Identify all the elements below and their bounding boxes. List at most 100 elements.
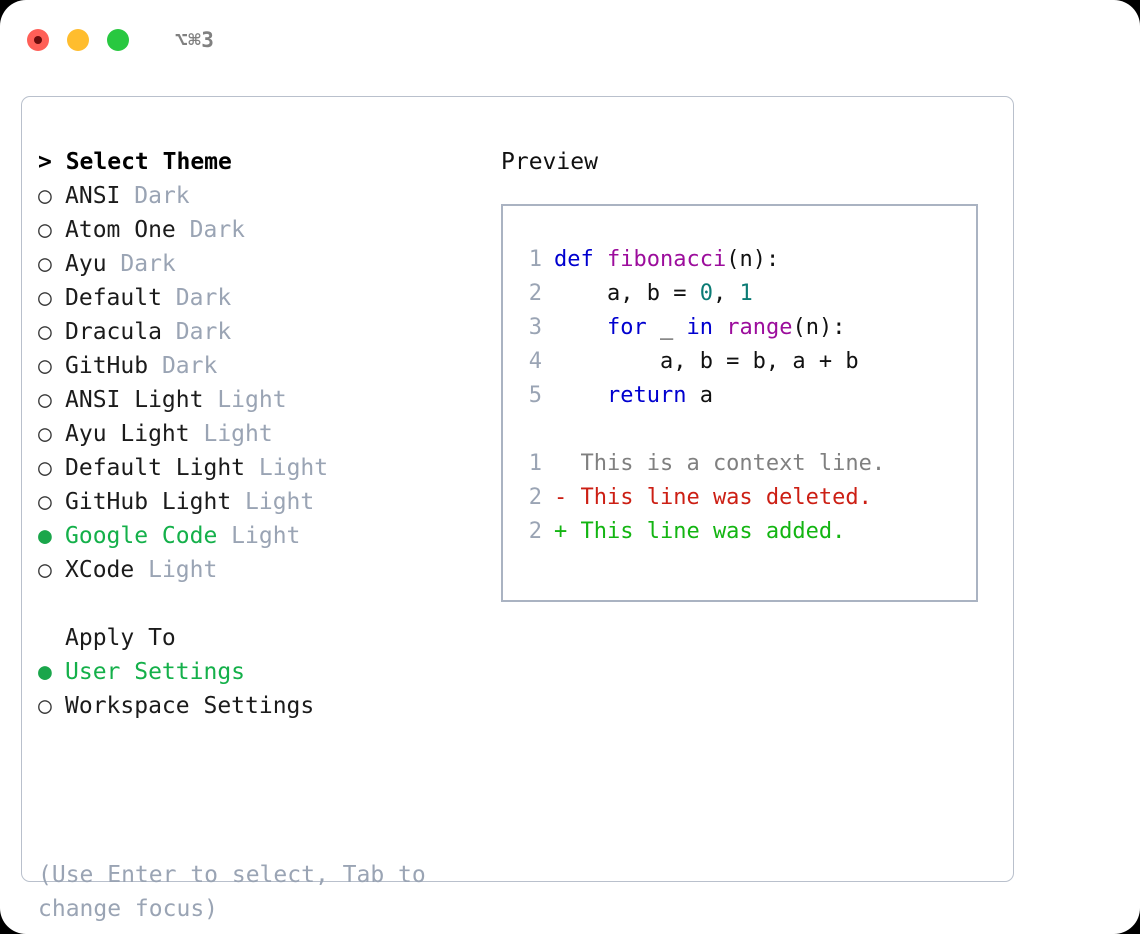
theme-name: Ayu Light <box>65 421 204 447</box>
apply-to-option-user-settings[interactable]: ● User Settings <box>38 655 478 689</box>
theme-option-google-code[interactable]: ● Google Code Light <box>38 519 478 553</box>
keyboard-shortcut-label: ⌥⌘3 <box>175 28 215 52</box>
code-token <box>554 383 607 408</box>
theme-name: Default Light <box>65 455 259 481</box>
close-icon <box>34 36 42 44</box>
diff-line-add: 2+ This line was added. <box>516 515 966 549</box>
keyboard-hint: (Use Enter to select, Tab to change focu… <box>38 862 426 922</box>
radio-unselected-icon: ○ <box>38 285 66 311</box>
theme-name: ANSI <box>65 183 135 209</box>
theme-name: GitHub Light <box>65 489 246 515</box>
code-token <box>594 247 607 272</box>
line-number: 3 <box>528 315 542 340</box>
radio-unselected-icon: ○ <box>38 489 66 515</box>
apply-to-list[interactable]: ● User Settings○ Workspace Settings <box>38 655 478 723</box>
radio-unselected-icon: ○ <box>38 455 66 481</box>
code-token <box>554 315 607 340</box>
code-line: 3 for _ in range(n): <box>516 311 966 345</box>
radio-unselected-icon: ○ <box>38 217 66 243</box>
line-number: 2 <box>528 485 542 510</box>
theme-variant: Light <box>148 557 218 583</box>
code-token: return <box>606 383 687 408</box>
code-token: (n): <box>726 247 780 272</box>
apply-to-header: Apply To <box>38 621 478 655</box>
radio-unselected-icon: ○ <box>38 557 66 583</box>
code-token: for <box>606 315 647 340</box>
code-token: a <box>686 383 713 408</box>
theme-variant: Dark <box>175 319 232 345</box>
theme-option-default-light[interactable]: ○ Default Light Light <box>38 451 478 485</box>
theme-option-ansi[interactable]: ○ ANSI Dark <box>38 179 478 213</box>
code-token: , <box>712 281 740 306</box>
title-bar: ⌥⌘3 <box>0 0 1140 80</box>
theme-option-ayu[interactable]: ○ Ayu Dark <box>38 247 478 281</box>
code-line: 4 a, b = b, a + b <box>516 345 966 379</box>
code-token: range <box>726 315 793 340</box>
radio-unselected-icon: ○ <box>38 353 66 379</box>
preview-title: Preview <box>501 149 598 175</box>
theme-variant: Light <box>203 421 273 447</box>
zoom-button[interactable] <box>107 29 129 51</box>
theme-variant: Light <box>245 489 315 515</box>
line-number: 5 <box>528 383 542 408</box>
line-number: 2 <box>528 519 542 544</box>
code-diff-gap <box>516 413 966 447</box>
apply-to-option-workspace-settings[interactable]: ○ Workspace Settings <box>38 689 478 723</box>
theme-variant: Dark <box>134 183 190 209</box>
theme-variant: Light <box>231 523 301 549</box>
theme-option-github-light[interactable]: ○ GitHub Light Light <box>38 485 478 519</box>
theme-option-atom-one[interactable]: ○ Atom One Dark <box>38 213 478 247</box>
diff-lines: 1 This is a context line.2- This line wa… <box>516 447 966 549</box>
code-token: _ <box>646 315 687 340</box>
apply-to-name: Workspace Settings <box>65 693 315 719</box>
code-line: 2 a, b = 0, 1 <box>516 277 966 311</box>
theme-picker-column: > Select Theme ○ ANSI Dark○ Atom One Dar… <box>38 145 478 723</box>
code-token: 1 <box>739 281 753 306</box>
diff-text: - This line was deleted. <box>554 485 872 510</box>
code-token: fibonacci <box>607 247 727 272</box>
theme-name: ANSI Light <box>65 387 218 413</box>
theme-variant: Light <box>217 387 287 413</box>
close-button[interactable] <box>27 29 49 51</box>
code-token: in <box>686 315 713 340</box>
code-token: (n): <box>792 315 846 340</box>
theme-option-ayu-light[interactable]: ○ Ayu Light Light <box>38 417 478 451</box>
line-number: 1 <box>528 247 542 272</box>
radio-unselected-icon: ○ <box>38 421 66 447</box>
code-token: a, b = <box>554 281 700 306</box>
theme-name: Default <box>65 285 176 311</box>
theme-list[interactable]: ○ ANSI Dark○ Atom One Dark○ Ayu Dark○ De… <box>38 179 478 587</box>
theme-variant: Dark <box>189 217 246 243</box>
minimize-button[interactable] <box>67 29 89 51</box>
theme-option-default[interactable]: ○ Default Dark <box>38 281 478 315</box>
line-number: 1 <box>528 451 542 476</box>
theme-name: Ayu <box>65 251 121 277</box>
theme-option-ansi-light[interactable]: ○ ANSI Light Light <box>38 383 478 417</box>
radio-selected-icon: ● <box>38 523 66 549</box>
theme-variant: Dark <box>120 251 176 277</box>
theme-variant: Dark <box>161 353 218 379</box>
theme-option-dracula[interactable]: ○ Dracula Dark <box>38 315 478 349</box>
code-token: 0 <box>699 281 713 306</box>
line-number: 4 <box>528 349 542 374</box>
apply-to-name: User Settings <box>65 659 246 685</box>
code-token: a, b = b, a + b <box>554 349 859 374</box>
radio-unselected-icon: ○ <box>38 251 66 277</box>
code-line: 5 return a <box>516 379 966 413</box>
radio-unselected-icon: ○ <box>38 387 66 413</box>
theme-option-github[interactable]: ○ GitHub Dark <box>38 349 478 383</box>
theme-option-xcode[interactable]: ○ XCode Light <box>38 553 478 587</box>
theme-name: Google Code <box>65 523 232 549</box>
radio-unselected-icon: ○ <box>38 319 66 345</box>
content-panel: > Select Theme ○ ANSI Dark○ Atom One Dar… <box>21 96 1014 922</box>
code-token <box>713 315 726 340</box>
theme-name: Atom One <box>65 217 190 243</box>
theme-name: GitHub <box>65 353 162 379</box>
diff-line-del: 2 - This line was deleted. <box>516 481 966 515</box>
theme-name: XCode <box>65 557 149 583</box>
